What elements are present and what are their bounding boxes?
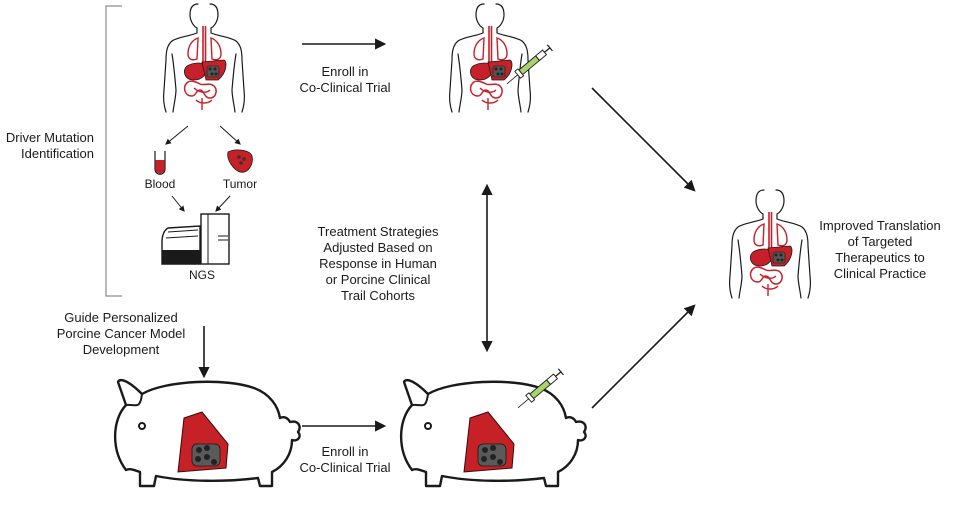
arrow-tumor-to-ngs <box>215 195 231 212</box>
driver-mutation-label: Driver Mutation Identification <box>5 130 94 161</box>
blood-label: Blood <box>144 177 176 191</box>
syringe-icon-pig <box>514 367 565 412</box>
ngs-sequencer-icon <box>161 213 230 265</box>
human-body-icon-1 <box>162 3 246 113</box>
improved-translation-label: Improved Translation of Targeted Therape… <box>819 218 941 281</box>
human-body-icon-2 <box>448 3 532 113</box>
tumor-tissue-icon <box>227 149 253 173</box>
arrow-to-tumor <box>219 125 241 145</box>
ngs-label: NGS <box>188 268 215 282</box>
arrow-to-blood <box>165 125 189 145</box>
pig-icon-1 <box>113 378 301 488</box>
enroll-bottom-label: Enroll in Co-Clinical Trial <box>299 444 391 475</box>
guide-personalized-label: Guide Personalized Porcine Cancer Model … <box>56 310 186 357</box>
bracket-line <box>105 5 122 297</box>
enroll-top-label: Enroll in Co-Clinical Trial <box>299 64 391 95</box>
arrow-blood-to-ngs <box>171 195 185 212</box>
pig-icon-2 <box>399 378 587 488</box>
human-body-icon-3 <box>728 189 812 299</box>
arrow-human-to-outcome <box>591 87 696 192</box>
tumor-label: Tumor <box>222 177 258 191</box>
arrow-pig-to-outcome <box>591 304 696 409</box>
blood-tube-icon <box>154 151 166 175</box>
treatment-strategies-label: Treatment Strategies Adjusted Based on R… <box>317 224 439 303</box>
